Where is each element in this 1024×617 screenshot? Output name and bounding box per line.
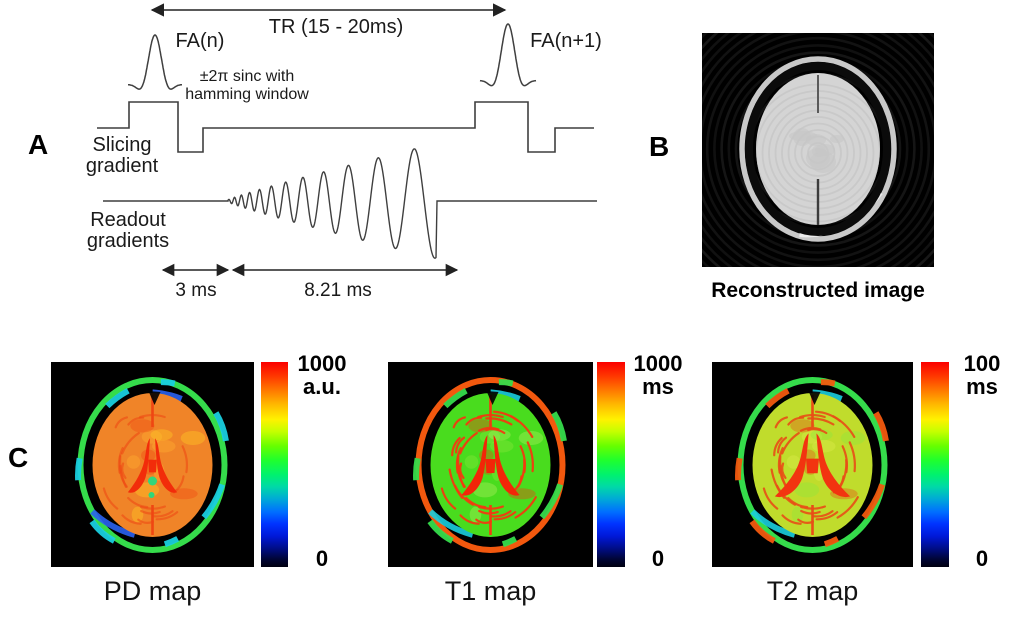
reconstructed-image-caption: Reconstructed image xyxy=(711,279,925,302)
t2-map-image xyxy=(712,362,913,567)
panel-a-label: A xyxy=(28,129,49,160)
pd-colorbar xyxy=(261,362,288,567)
pd-colorbar-labels: 1000 a.u. 0 xyxy=(291,352,353,570)
readout-label-line2: gradients xyxy=(87,230,169,252)
pd-map-caption: PD map xyxy=(103,576,202,606)
readout-label-line1: Readout xyxy=(90,209,166,231)
sinc-note-line2: hamming window xyxy=(185,86,309,103)
panel-c-label: C xyxy=(8,442,29,473)
slicing-label-line1: Slicing xyxy=(93,134,152,156)
slicing-label-line2: gradient xyxy=(86,155,159,177)
pulse-sequence-diagram: TR (15 - 20ms) FA(n) FA(n+1) ±2π sinc wi… xyxy=(86,3,602,301)
t2-map-caption: T2 map xyxy=(766,576,859,606)
pd-scale-max: 1000 xyxy=(297,351,347,376)
fa-n1-label: FA(n+1) xyxy=(530,30,602,52)
t1-colorbar xyxy=(597,362,625,567)
fa-n-label: FA(n) xyxy=(176,30,225,52)
t1-scale-unit: ms xyxy=(642,374,674,400)
ventricle-shape xyxy=(461,435,520,496)
rf-pulse-fa-n1 xyxy=(479,23,537,87)
t1-scale-min: 0 xyxy=(651,545,665,571)
t2-colorbar xyxy=(921,362,949,567)
tr-label: TR (15 - 20ms) xyxy=(269,16,403,38)
rf-pulse-fa-n xyxy=(128,34,182,90)
t2-colorbar-labels: 100 ms 0 xyxy=(952,352,1012,570)
t1-map-caption: T1 map xyxy=(444,576,537,606)
duration-3ms-label: 3 ms xyxy=(175,280,216,301)
pd-scale-min: 0 xyxy=(315,545,329,571)
t1-scale-max: 1000 xyxy=(633,351,683,376)
t2-scale-max: 100 xyxy=(963,351,1001,376)
t1-map-image xyxy=(388,362,593,567)
sinc-note-line1: ±2π sinc with xyxy=(200,68,295,85)
readout-gradient-waveform xyxy=(103,148,597,259)
panel-b-label: B xyxy=(649,131,670,162)
duration-821ms-label: 8.21 ms xyxy=(304,280,372,301)
t1-colorbar-labels: 1000 ms 0 xyxy=(628,352,688,570)
slicing-gradient-waveform xyxy=(97,101,594,153)
pd-scale-unit: a.u. xyxy=(303,374,341,400)
pd-map-image xyxy=(51,362,254,567)
ventricle-shape xyxy=(127,438,178,493)
reconstructed-image xyxy=(702,33,934,267)
t2-scale-unit: ms xyxy=(966,374,998,400)
t2-scale-min: 0 xyxy=(975,545,989,571)
ventricle-shape xyxy=(774,433,851,498)
